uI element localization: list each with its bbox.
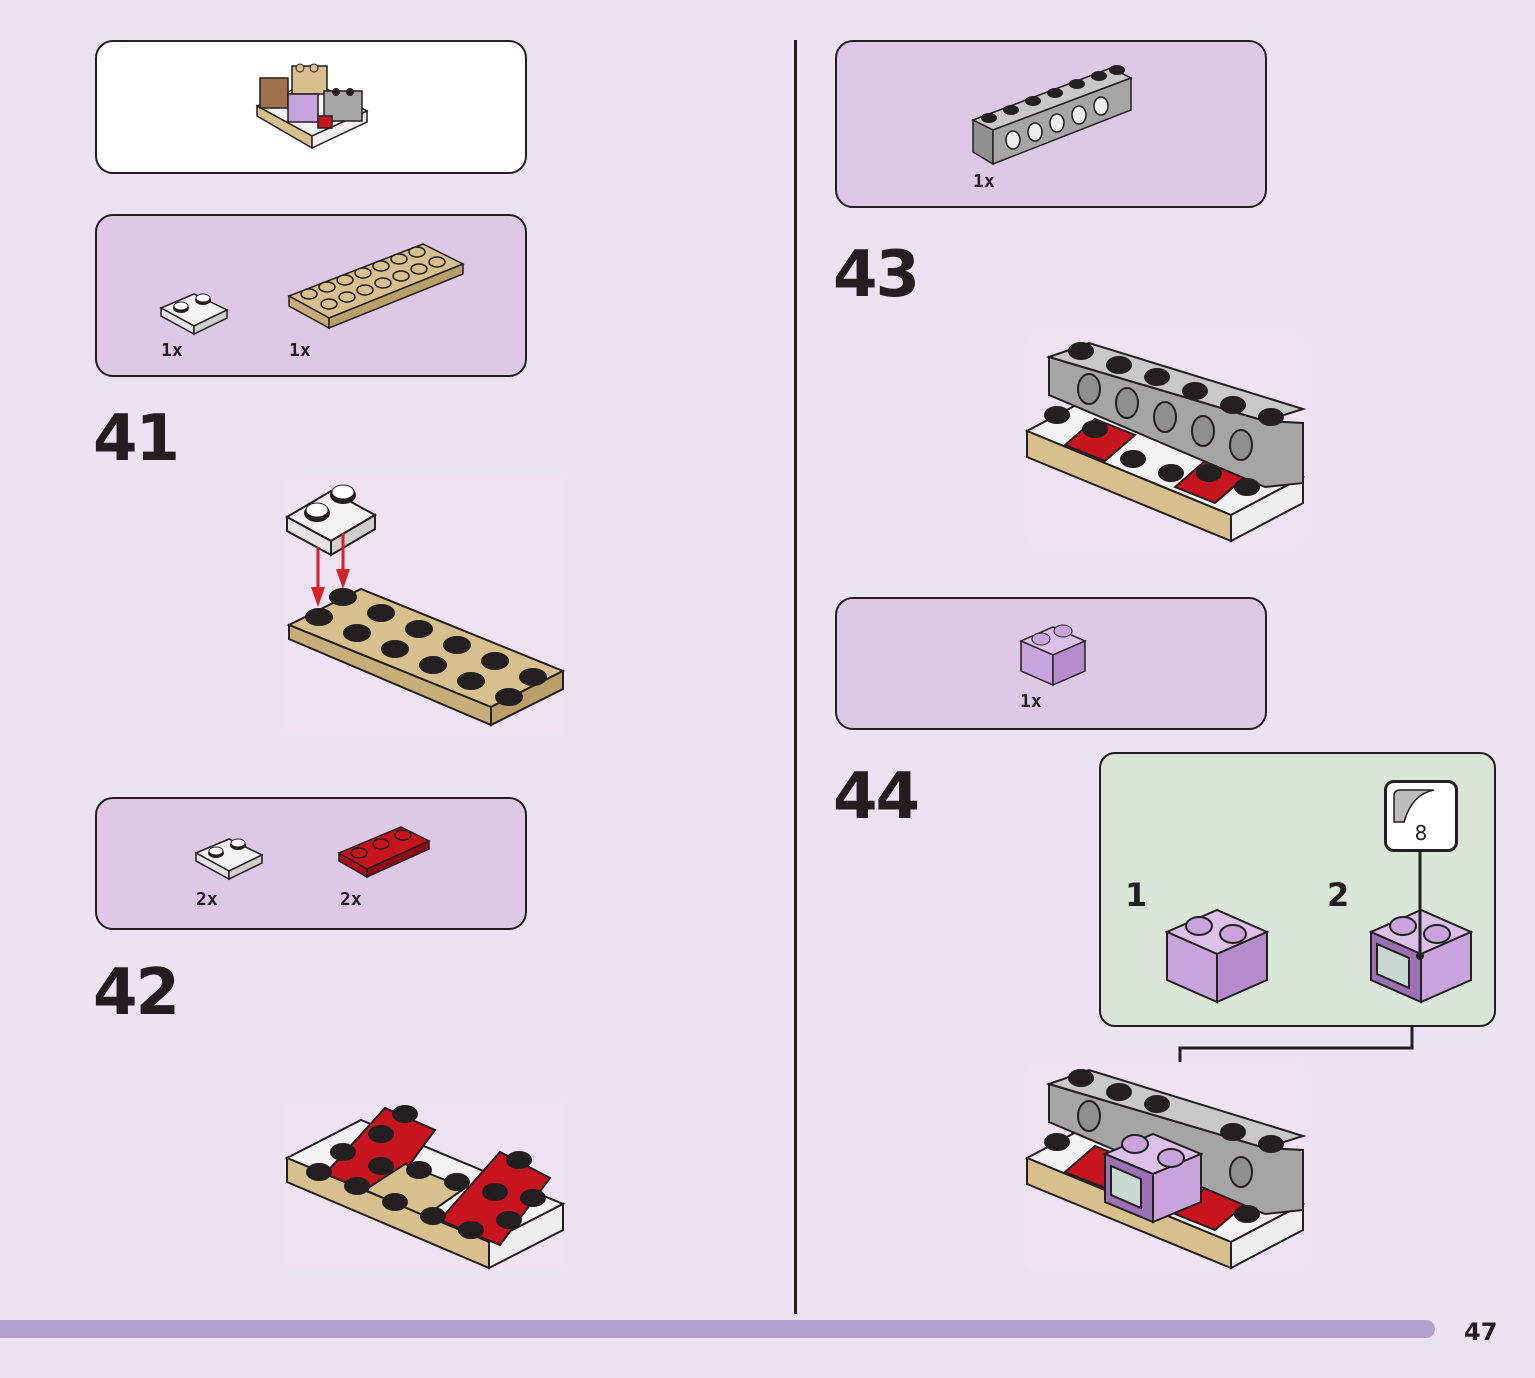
column-divider xyxy=(794,40,797,1314)
parts-list-step-43: 1x xyxy=(835,40,1267,208)
page-number: 47 xyxy=(1464,1318,1498,1346)
parts-list-step-42: 2x 2x xyxy=(95,797,527,930)
step-42-illustration xyxy=(285,1105,566,1270)
part-quantity: 1x xyxy=(289,340,311,361)
part-quantity: 2x xyxy=(340,889,362,910)
tan-plate-2x8-image xyxy=(287,243,465,330)
step-number-44: 44 xyxy=(833,760,920,834)
step-43-illustration xyxy=(1025,341,1307,543)
white-plate-1x2-image xyxy=(159,293,229,336)
overview-model-image xyxy=(255,63,369,150)
sub-step-number-2: 2 xyxy=(1327,876,1350,914)
footer-bar xyxy=(0,1320,1435,1338)
parts-list-step-44: 1x xyxy=(835,597,1267,730)
part-quantity: 1x xyxy=(973,171,995,192)
part-quantity: 2x xyxy=(196,889,218,910)
red-plate-1x3-image xyxy=(337,826,431,879)
lavender-brick-image xyxy=(1165,908,1270,1004)
white-plate-1x2-image xyxy=(194,838,264,881)
step-44-illustration xyxy=(1025,1068,1307,1270)
step-number-43: 43 xyxy=(833,238,920,312)
sticker-number: 8 xyxy=(1414,821,1428,845)
step-41-illustration xyxy=(285,484,566,727)
lavender-brick-1x2-image xyxy=(1019,624,1087,687)
grey-technic-brick-1x6-image xyxy=(971,65,1133,166)
overview-box xyxy=(95,40,527,174)
sub-step-callout: 1 2 8 xyxy=(1099,752,1496,1027)
step-number-41: 41 xyxy=(93,402,180,476)
part-quantity: 1x xyxy=(161,340,183,361)
sub-step-number-1: 1 xyxy=(1125,876,1148,914)
sticker-curl-icon xyxy=(1393,789,1435,823)
parts-list-step-41: 1x 1x xyxy=(95,214,527,377)
sticker-leader-line xyxy=(1416,850,1424,960)
step-number-42: 42 xyxy=(93,956,180,1030)
sticker-sheet-8-icon: 8 xyxy=(1384,780,1458,852)
part-quantity: 1x xyxy=(1020,691,1042,712)
